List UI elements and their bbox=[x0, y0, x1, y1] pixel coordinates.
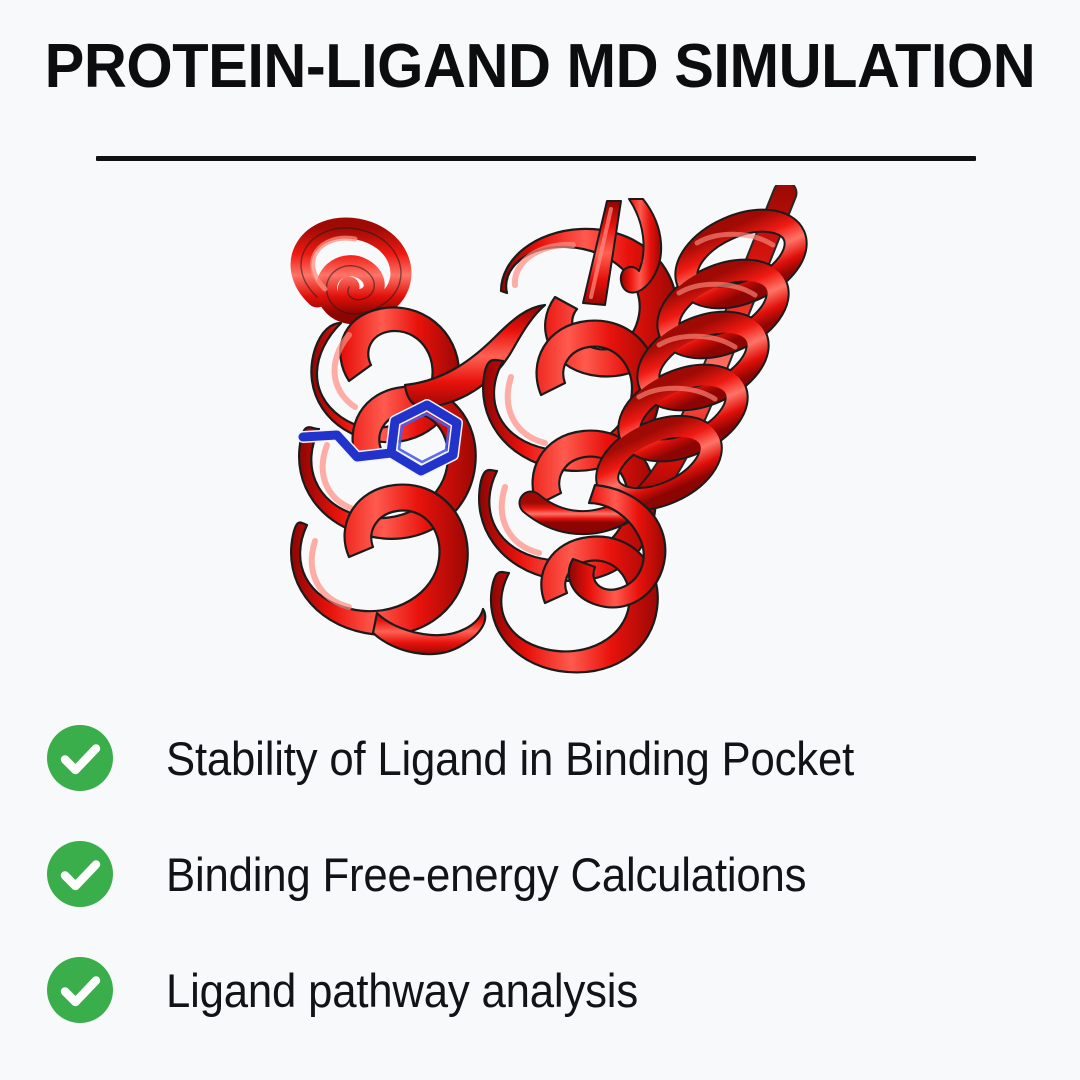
list-item: Binding Free-energy Calculations bbox=[46, 832, 1046, 916]
feature-list: Stability of Ligand in Binding Pocket Bi… bbox=[46, 716, 1046, 1032]
ligand-sticks bbox=[297, 399, 463, 477]
list-item: Stability of Ligand in Binding Pocket bbox=[46, 716, 1046, 800]
check-circle-icon bbox=[47, 841, 113, 907]
page-title: PROTEIN-LIGAND MD SIMULATION bbox=[44, 32, 1036, 101]
feature-label: Ligand pathway analysis bbox=[166, 963, 638, 1017]
page-title-block: PROTEIN-LIGAND MD SIMULATION bbox=[0, 36, 1080, 98]
protein-ligand-figure bbox=[245, 185, 845, 675]
check-circle-icon bbox=[47, 725, 113, 791]
list-item: Ligand pathway analysis bbox=[46, 948, 1046, 1032]
feature-label: Binding Free-energy Calculations bbox=[166, 847, 807, 901]
hairpin-loop bbox=[582, 198, 662, 306]
feature-label: Stability of Ligand in Binding Pocket bbox=[166, 731, 855, 785]
title-divider bbox=[96, 156, 976, 161]
helix-right-lower bbox=[567, 483, 667, 609]
check-circle-icon bbox=[47, 957, 113, 1023]
